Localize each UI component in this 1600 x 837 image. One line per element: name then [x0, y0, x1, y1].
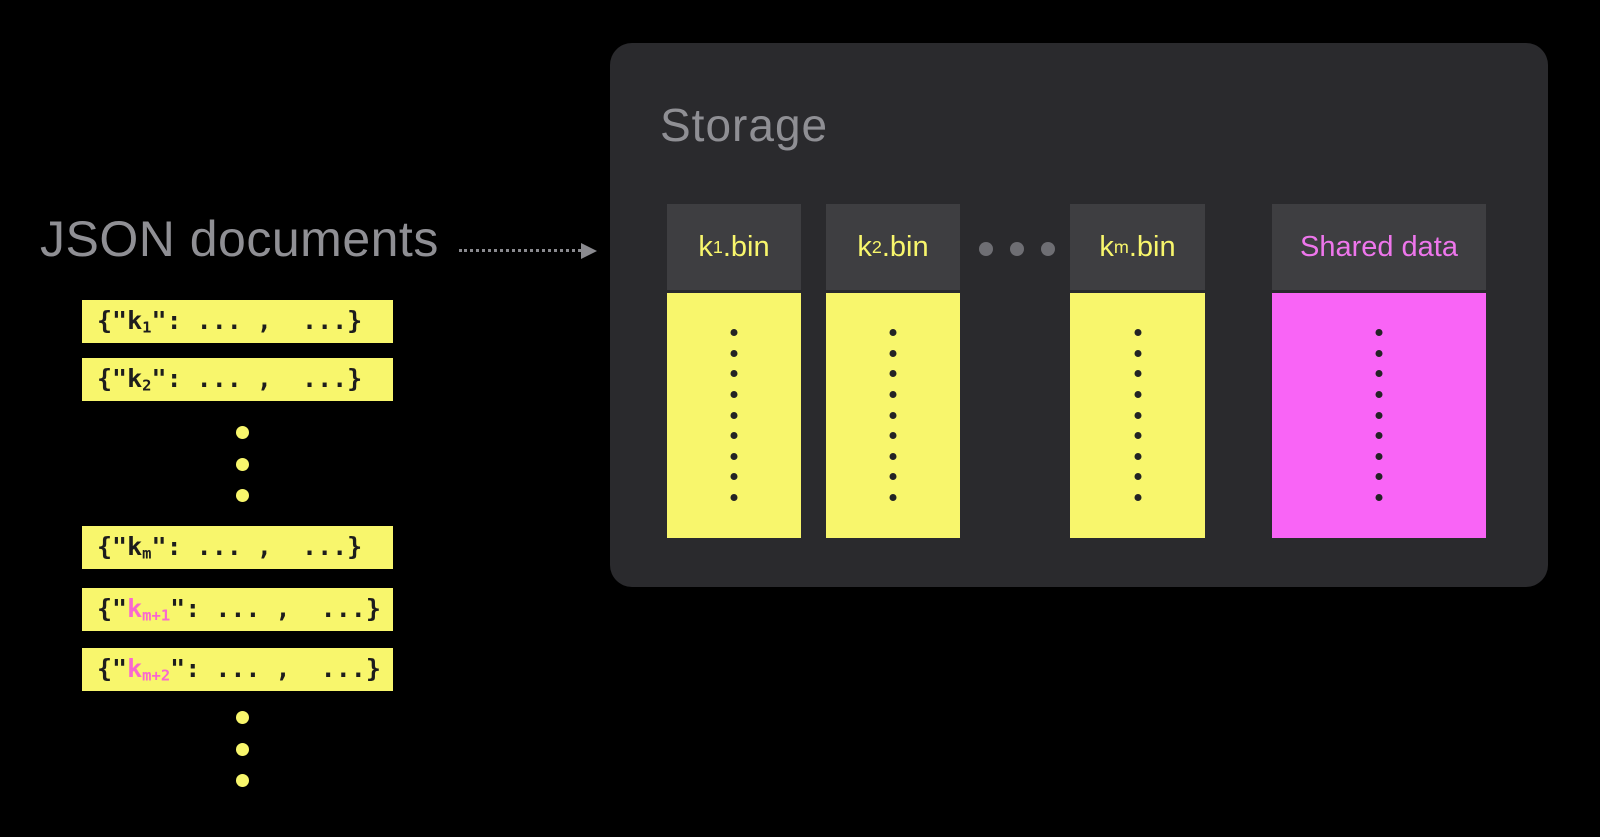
ellipsis-dot — [236, 742, 249, 756]
ellipsis-dot — [889, 452, 897, 460]
ellipsis-dot — [1375, 411, 1383, 419]
doc-key-subscript: 2 — [142, 376, 152, 395]
ellipsis-dot — [1134, 370, 1141, 378]
doc-key-subscript-highlighted: m+1 — [142, 606, 171, 625]
doc-text: {"km+2": ... , ...} — [97, 654, 381, 685]
horizontal-ellipsis-icon — [979, 242, 1055, 256]
vertical-ellipsis-icon — [889, 329, 897, 501]
ellipsis-dot — [1134, 411, 1141, 419]
ellipsis-dot — [889, 473, 897, 481]
ellipsis-dot — [1134, 329, 1141, 336]
json-doc-row-km: {"km": ... , ...} — [82, 526, 393, 569]
doc-key: k — [127, 364, 143, 394]
ellipsis-dot — [1134, 452, 1141, 460]
ellipsis-dot — [1041, 242, 1055, 256]
doc-key: k — [127, 306, 143, 336]
column-label-subscript: 2 — [871, 236, 882, 257]
doc-key-highlighted: k — [127, 654, 143, 684]
ellipsis-dot — [236, 774, 249, 787]
ellipsis-dot — [730, 473, 738, 481]
doc-key: k — [127, 532, 143, 562]
vertical-ellipsis-icon — [730, 329, 738, 501]
ellipsis-dot — [1134, 390, 1141, 398]
storage-column-body — [826, 293, 960, 538]
json-doc-row-km2: {"km+2": ... , ...} — [82, 648, 393, 691]
doc-text: {"k1": ... , ...} — [97, 306, 363, 337]
doc-text: {"k2": ... , ...} — [97, 364, 363, 395]
doc-text: {"km": ... , ...} — [97, 532, 363, 563]
storage-column-shared-data: Shared data — [1272, 204, 1486, 538]
ellipsis-dot — [1375, 452, 1383, 460]
storage-title: Storage — [660, 99, 829, 151]
json-doc-row-k1: {"k1": ... , ...} — [82, 300, 393, 343]
storage-column-header: Shared data — [1272, 204, 1486, 290]
ellipsis-dot — [1375, 473, 1383, 481]
ellipsis-dot — [889, 494, 897, 501]
column-label-subscript: m — [1113, 236, 1129, 257]
ellipsis-dot — [1375, 329, 1383, 336]
vertical-ellipsis-icon — [236, 711, 249, 787]
ellipsis-dot — [889, 411, 897, 419]
ellipsis-dot — [236, 489, 249, 502]
ellipsis-dot — [236, 457, 249, 471]
ellipsis-dot — [730, 494, 738, 501]
ellipsis-dot — [1375, 349, 1383, 357]
ellipsis-dot — [1134, 349, 1141, 357]
json-doc-row-k2: {"k2": ... , ...} — [82, 358, 393, 401]
ellipsis-dot — [1134, 494, 1141, 501]
ellipsis-dot — [730, 452, 738, 460]
doc-key-subscript: 1 — [142, 318, 152, 337]
json-doc-row-km1: {"km+1": ... , ...} — [82, 588, 393, 631]
vertical-ellipsis-icon — [1375, 329, 1383, 501]
doc-key-highlighted: k — [127, 594, 143, 624]
ellipsis-dot — [889, 349, 897, 357]
ellipsis-dot — [889, 370, 897, 378]
storage-column-body — [667, 293, 801, 538]
json-documents-title: JSON documents — [40, 211, 439, 267]
ellipsis-dot — [730, 370, 738, 378]
ellipsis-dot — [730, 390, 738, 398]
ellipsis-dot — [1010, 242, 1024, 256]
ellipsis-dot — [979, 242, 993, 256]
column-label-subscript: 1 — [712, 236, 723, 257]
ellipsis-dot — [889, 432, 897, 440]
flow-arrow-dotted-line — [459, 249, 581, 252]
doc-key-subscript: m — [142, 544, 152, 563]
ellipsis-dot — [730, 329, 738, 336]
storage-column-body — [1272, 293, 1486, 538]
doc-text: {"km+1": ... , ...} — [97, 594, 381, 625]
ellipsis-dot — [730, 349, 738, 357]
ellipsis-dot — [1375, 494, 1383, 501]
ellipsis-dot — [889, 329, 897, 336]
ellipsis-dot — [236, 711, 249, 724]
ellipsis-dot — [1375, 370, 1383, 378]
ellipsis-dot — [1134, 432, 1141, 440]
storage-column-body — [1070, 293, 1205, 538]
ellipsis-dot — [730, 411, 738, 419]
vertical-ellipsis-icon — [1134, 329, 1141, 501]
flow-arrow-head-icon — [581, 243, 597, 259]
ellipsis-dot — [730, 432, 738, 440]
vertical-ellipsis-icon — [236, 426, 249, 502]
ellipsis-dot — [236, 426, 249, 439]
doc-key-subscript-highlighted: m+2 — [142, 666, 171, 685]
ellipsis-dot — [1375, 432, 1383, 440]
ellipsis-dot — [889, 390, 897, 398]
ellipsis-dot — [1375, 390, 1383, 398]
ellipsis-dot — [1134, 473, 1141, 481]
